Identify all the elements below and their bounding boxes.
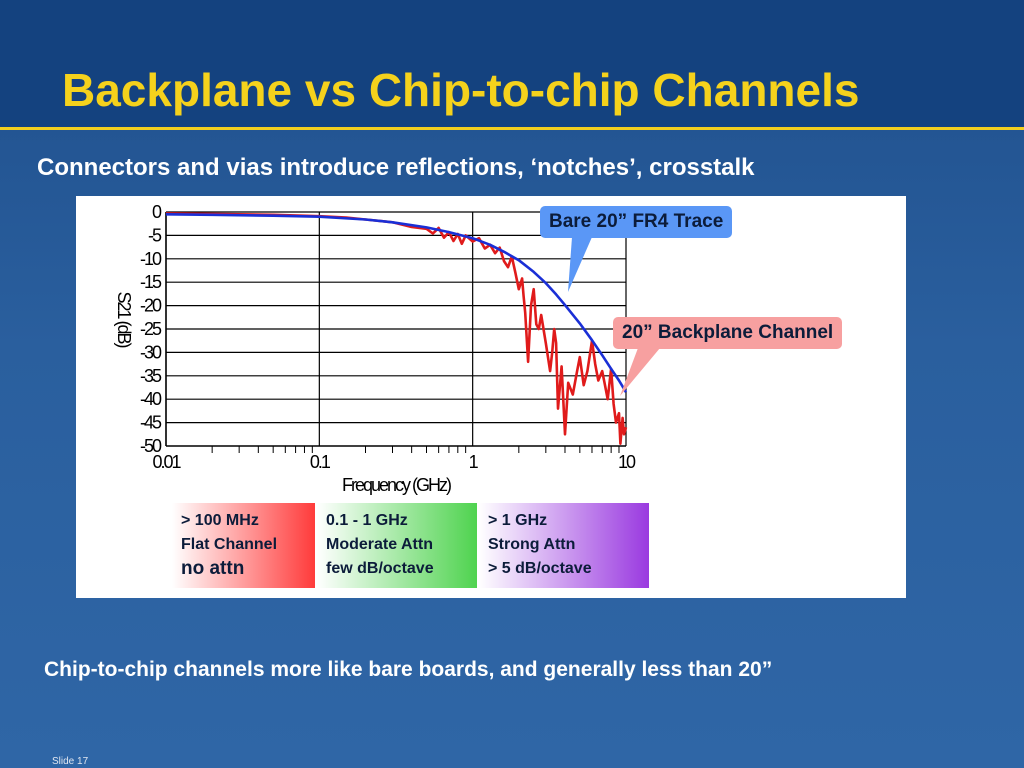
callout-backplane: 20” Backplane Channel [613,317,843,349]
band-3-line2: Strong Attn [488,536,576,553]
y-tick-label: -15 [140,272,162,292]
band-2-line2: Moderate Attn [326,536,433,553]
band-flat-channel: > 100 MHz Flat Channel no attn [172,503,315,588]
band-strong-attn: > 1 GHz Strong Attn > 5 dB/octave [479,503,649,588]
y-tick-label: -50 [140,436,162,456]
header-rule [0,127,1024,130]
y-tick-label: -35 [140,366,162,386]
band-moderate-attn: 0.1 - 1 GHz Moderate Attn few dB/octave [317,503,477,588]
series-line-bare-trace [165,213,628,393]
x-axis-label: Frequency (GHz) [342,475,451,495]
callout-bare-trace-pointer [568,237,592,292]
x-tick-label: 0.01 [152,452,181,472]
footer-note: Chip-to-chip channels more like bare boa… [44,658,773,681]
x-tick-label: 10 [618,452,636,472]
x-tick-label: 0.1 [310,452,331,472]
callout-backplane-pointer [620,348,660,396]
y-tick-label: -45 [140,413,162,433]
band-3-line1: > 1 GHz [488,512,548,529]
y-tick-label: -25 [140,319,162,339]
slide-number: Slide 17 [52,756,89,767]
y-tick-label: -20 [140,296,162,316]
slide-title: Backplane vs Chip-to-chip Channels [62,64,860,116]
y-axis-label: S21 (dB) [114,291,134,347]
callout-bare-trace: Bare 20” FR4 Trace [540,206,733,238]
header-band [0,0,1024,127]
y-tick-label: -30 [140,342,162,362]
band-2-line1: 0.1 - 1 GHz [326,512,408,529]
y-tick-label: -5 [148,225,162,245]
band-1-line2: Flat Channel [181,536,278,553]
y-tick-label: -40 [140,389,162,409]
series-line-backplane [165,212,628,445]
band-3-line3: > 5 dB/octave [488,560,592,577]
y-tick-label: -10 [140,249,162,269]
slide-subtitle: Connectors and vias introduce reflection… [37,154,755,181]
band-1-line3: no attn [181,558,245,579]
band-2-line3: few dB/octave [326,560,434,577]
band-1-line1: > 100 MHz [181,512,259,529]
